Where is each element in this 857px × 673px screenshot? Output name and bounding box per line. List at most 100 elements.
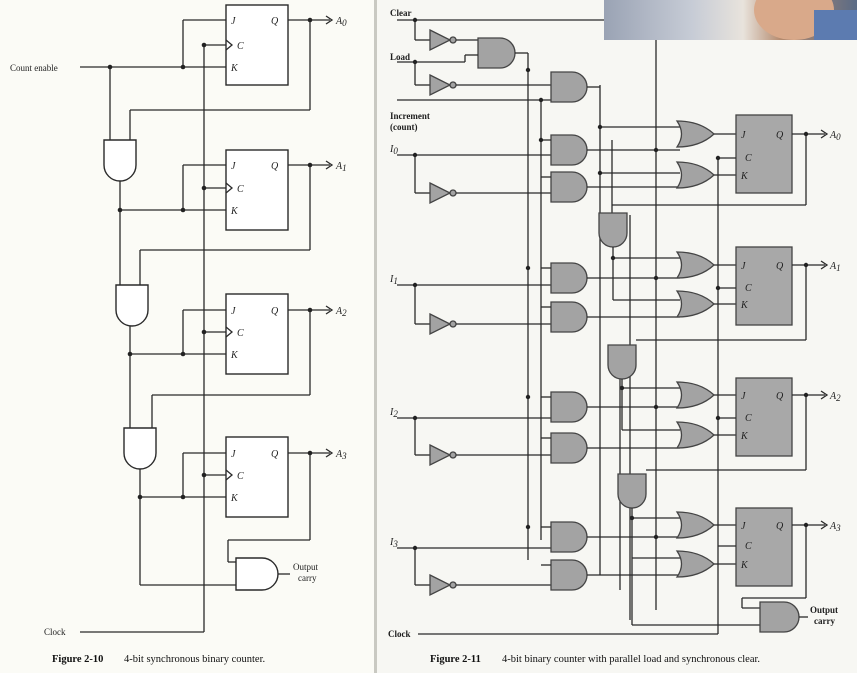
svg-text:K: K	[740, 300, 749, 311]
stage0-or-a	[675, 120, 715, 148]
stage0-ff	[735, 114, 793, 194]
figure-2-11-number: Figure 2-11	[430, 654, 481, 665]
svg-text:K: K	[230, 63, 239, 74]
stage3-or-a	[675, 511, 715, 539]
stage1-ff-pins: J Q C K	[740, 261, 784, 311]
left-page	[0, 0, 375, 673]
stage3-ff	[735, 507, 793, 587]
svg-text:J: J	[231, 449, 236, 460]
and-gate-1	[103, 139, 137, 182]
right-output-a1-label: A1	[829, 261, 841, 273]
svg-text:C: C	[745, 541, 752, 552]
figure-2-10-diagram: Count enable Clock J Q C K J Q C K J Q C…	[10, 4, 347, 665]
i2-label: I2	[389, 407, 398, 419]
stage2-carry-and	[617, 473, 647, 509]
svg-text:J: J	[741, 130, 746, 141]
svg-text:Q: Q	[776, 521, 784, 532]
ff3-box	[225, 436, 289, 518]
svg-text:Q: Q	[271, 16, 279, 27]
svg-text:J: J	[231, 16, 236, 27]
i3-not-gate	[429, 573, 452, 597]
stage2-ff	[735, 377, 793, 457]
stage1-ff	[735, 246, 793, 326]
i1-label: I1	[389, 274, 398, 286]
stage2-and-b	[550, 432, 588, 464]
clear-not-gate	[429, 28, 452, 52]
svg-text:Q: Q	[776, 391, 784, 402]
svg-text:Q: Q	[271, 161, 279, 172]
svg-text:K: K	[230, 350, 239, 361]
right-clock-label: Clock	[388, 629, 411, 639]
ff0-pins: J Q C K	[230, 16, 279, 74]
svg-text:K: K	[740, 560, 749, 571]
page-gutter	[374, 0, 378, 673]
stage2-ff-pins: J Q C K	[740, 391, 784, 442]
ff1-box	[225, 149, 289, 231]
ff3-pins: J Q C K	[230, 449, 279, 504]
svg-text:C: C	[745, 283, 752, 294]
svg-text:Q: Q	[776, 130, 784, 141]
output-a3-label: A3	[335, 449, 347, 461]
i2-not-gate	[429, 443, 452, 467]
clock-label: Clock	[44, 627, 66, 637]
stage3-and-b	[550, 559, 588, 591]
presenter-shirt	[814, 10, 857, 40]
ff0-box	[225, 4, 289, 86]
figure-2-11-diagram: Clear Load Increment (count) Clock I0 I1…	[388, 8, 841, 665]
svg-text:K: K	[230, 206, 239, 217]
right-output-carry-label-1: Output	[810, 605, 838, 615]
right-output-a0-label: A0	[829, 130, 841, 142]
svg-text:Q: Q	[776, 261, 784, 272]
stage2-and-a	[550, 391, 588, 423]
stage3-or-b	[675, 550, 715, 578]
right-output-carry-and-gate	[759, 601, 800, 633]
load-enable-and-gate	[477, 37, 516, 69]
ff2-pins: J Q C K	[230, 306, 279, 361]
svg-text:J: J	[741, 521, 746, 532]
svg-text:J: J	[741, 391, 746, 402]
stage2-or-b	[675, 421, 715, 449]
stage1-and-a	[550, 262, 588, 294]
svg-text:K: K	[740, 431, 749, 442]
figure-2-10-number: Figure 2-10	[52, 654, 103, 665]
output-carry-label-1: Output	[293, 562, 319, 572]
output-a1-label: A1	[335, 161, 347, 173]
svg-text:K: K	[230, 493, 239, 504]
and-gate-3	[123, 427, 157, 470]
increment-label-1: Increment	[390, 111, 430, 121]
count-and-gate	[550, 71, 588, 103]
svg-text:J: J	[231, 306, 236, 317]
load-label: Load	[390, 52, 410, 62]
svg-text:J: J	[741, 261, 746, 272]
clear-label: Clear	[390, 8, 412, 18]
svg-text:J: J	[231, 161, 236, 172]
stage2-or-a	[675, 381, 715, 409]
stage1-or-b	[675, 290, 715, 318]
load-not-gate	[429, 73, 452, 97]
output-a0-label: A0	[335, 16, 347, 28]
i0-not-gate	[429, 181, 452, 205]
svg-text:K: K	[740, 171, 749, 182]
output-a2-label: A2	[335, 306, 347, 318]
stage3-ff-pins: J Q C K	[740, 521, 784, 571]
right-output-a3-label: A3	[829, 521, 841, 533]
i3-label: I3	[389, 537, 398, 549]
output-carry-and-gate	[235, 557, 279, 591]
svg-text:C: C	[745, 413, 752, 424]
stage0-or-b	[675, 161, 715, 189]
svg-text:C: C	[237, 41, 244, 52]
webcam-overlay	[604, 0, 857, 40]
right-output-a2-label: A2	[829, 391, 841, 403]
svg-text:C: C	[745, 153, 752, 164]
stage0-and-b	[550, 171, 588, 203]
svg-text:Q: Q	[271, 306, 279, 317]
figure-2-11-caption: 4-bit binary counter with parallel load …	[502, 654, 760, 665]
right-output-carry-label-2: carry	[814, 616, 835, 626]
output-carry-label-2: carry	[298, 573, 317, 583]
svg-text:C: C	[237, 471, 244, 482]
stage1-and-b	[550, 301, 588, 333]
svg-text:Q: Q	[271, 449, 279, 460]
ff1-pins: J Q C K	[230, 161, 279, 217]
